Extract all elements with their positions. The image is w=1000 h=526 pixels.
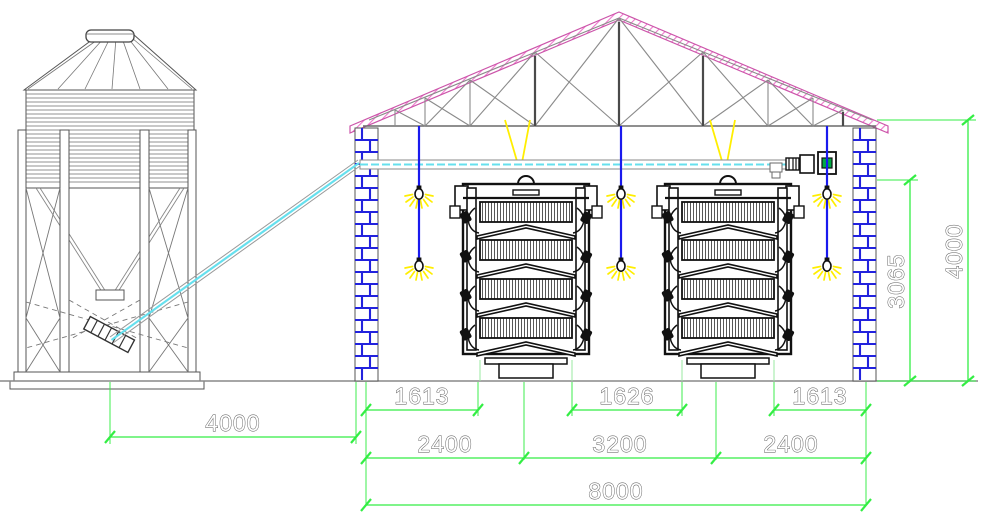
dim-row-upper (360, 403, 872, 417)
feed-silo (9, 29, 205, 390)
brick-column-left (354, 127, 379, 382)
auger-incline-tube (109, 159, 361, 344)
battery-cage-left (448, 174, 604, 381)
brick-column-right (852, 127, 877, 382)
lamp-2 (404, 200, 434, 281)
dimension-text-layer: 1613 1626 1613 2400 3200 2400 8000 4000 … (205, 223, 967, 504)
lamp-6 (812, 200, 842, 281)
dim-row-silo-offset (104, 430, 362, 444)
dim-2400-right: 2400 (763, 431, 818, 457)
silo-hopper (35, 187, 185, 301)
dim-4000-eave-height: 4000 (941, 223, 967, 278)
truss-posts (533, 22, 845, 126)
silo-legs (9, 129, 205, 390)
dim-1613-right: 1613 (792, 383, 847, 409)
dim-3200-center: 3200 (592, 431, 647, 457)
silo-bracing (25, 187, 189, 373)
dim-2400-left: 2400 (417, 431, 472, 457)
auger-motor (82, 315, 136, 354)
dim-col-outer (877, 114, 976, 387)
dim-row-middle (360, 451, 872, 465)
lamp-4 (606, 200, 636, 281)
lamp-1 (404, 126, 434, 209)
dim-8000-total: 8000 (588, 478, 643, 504)
dim-1626-center: 1626 (599, 383, 654, 409)
dim-3065-wall-height: 3065 (883, 253, 909, 308)
silo-body (25, 89, 195, 189)
lamp-3 (606, 126, 636, 209)
dimension-layer (104, 114, 976, 512)
gable-roof (349, 11, 889, 134)
battery-cage-right (650, 174, 806, 381)
silo-lid (85, 29, 135, 43)
feed-conveyor-tube (359, 159, 803, 170)
dim-1613-left: 1613 (394, 383, 449, 409)
lamp-5 (812, 126, 842, 209)
dim-row-total (360, 498, 872, 512)
dim-4000-silo-offset: 4000 (205, 410, 260, 436)
silo-roof (22, 29, 198, 91)
